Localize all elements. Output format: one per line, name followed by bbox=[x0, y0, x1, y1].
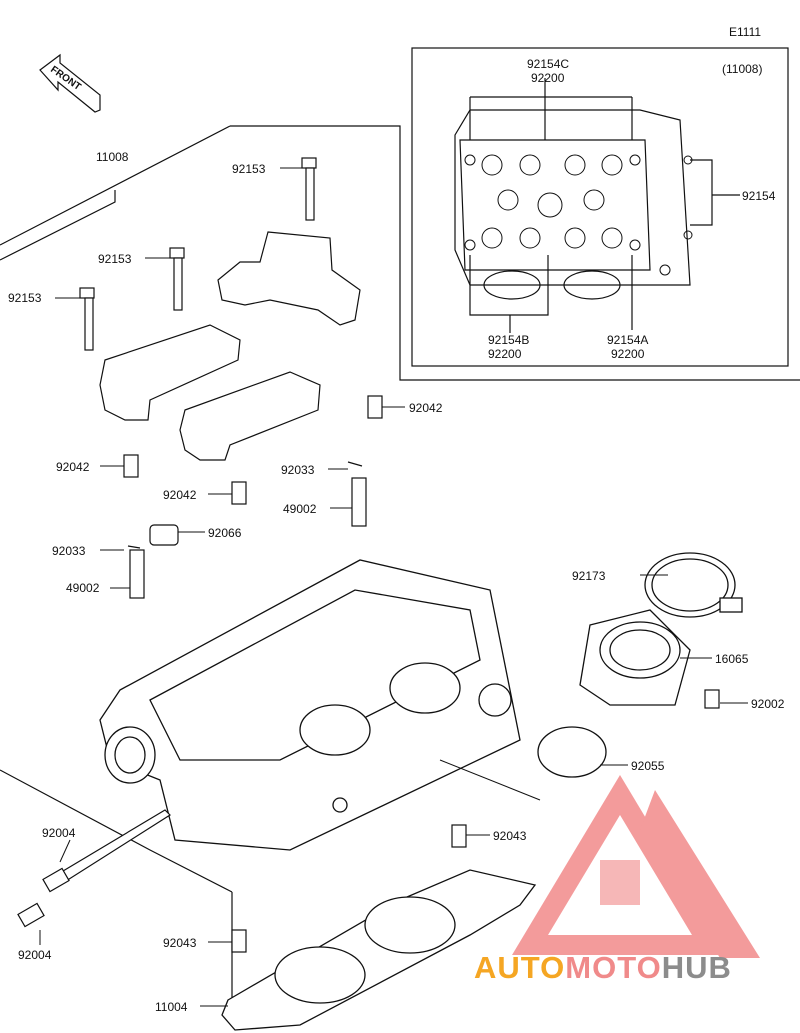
watermark-part-1: AUTO bbox=[474, 950, 566, 985]
part-dowel-left: 92042 bbox=[56, 460, 90, 474]
part-bolt-top: 92153 bbox=[232, 162, 266, 176]
inset-box bbox=[411, 47, 789, 367]
part-dowel-bottom-left: 92043 bbox=[163, 936, 197, 950]
part-clamp: 92173 bbox=[572, 569, 606, 583]
inset-bottom-left-2: 92200 bbox=[488, 347, 522, 361]
part-head-assy: 11008 bbox=[96, 150, 129, 164]
inset-bottom-right-1: 92154A bbox=[607, 333, 649, 347]
front-arrow-icon bbox=[39, 53, 101, 113]
part-holder: 16065 bbox=[715, 652, 749, 666]
studs bbox=[17, 809, 171, 928]
part-ring-right: 92033 bbox=[281, 463, 315, 477]
part-seal: 92066 bbox=[208, 526, 242, 540]
leader-lines bbox=[39, 167, 748, 1007]
inset-top-label-2: 92200 bbox=[531, 71, 565, 85]
part-gasket: 11004 bbox=[155, 1000, 188, 1014]
diagram-code: E1111 bbox=[729, 25, 762, 39]
camshaft-caps bbox=[99, 231, 361, 461]
small-parts bbox=[123, 395, 720, 953]
inset-bottom-right-2: 92200 bbox=[611, 347, 645, 361]
watermark-text: AUTOMOTOHUB bbox=[474, 950, 732, 986]
inset-top-label-1: 92154C bbox=[527, 57, 570, 71]
part-bolt-mid: 92153 bbox=[98, 252, 132, 266]
inset-right-label: 92154 bbox=[742, 189, 776, 203]
part-stud-lower: 92004 bbox=[18, 948, 52, 962]
watermark-logo bbox=[512, 775, 760, 958]
part-guide-right: 49002 bbox=[283, 502, 317, 516]
cylinder-head bbox=[99, 559, 521, 851]
watermark-part-3: HUB bbox=[661, 950, 732, 985]
part-screw: 92002 bbox=[751, 697, 785, 711]
inset-bottom-left-1: 92154B bbox=[488, 333, 530, 347]
main-frame bbox=[0, 125, 800, 1010]
intake-holder bbox=[537, 552, 743, 778]
part-dowel-bottom-right: 92043 bbox=[493, 829, 527, 843]
part-dowel-right: 92042 bbox=[409, 401, 443, 415]
part-ring-left: 92033 bbox=[52, 544, 86, 558]
head-gasket bbox=[221, 869, 537, 1031]
inset-assembly-ref: (11008) bbox=[722, 62, 763, 76]
part-dowel-center: 92042 bbox=[163, 488, 197, 502]
part-bolt-left: 92153 bbox=[8, 291, 42, 305]
part-oring: 92055 bbox=[631, 759, 665, 773]
watermark-part-2: MOTO bbox=[565, 950, 662, 985]
bolts bbox=[79, 157, 317, 351]
part-guide-left: 49002 bbox=[66, 581, 100, 595]
part-stud-upper: 92004 bbox=[42, 826, 76, 840]
